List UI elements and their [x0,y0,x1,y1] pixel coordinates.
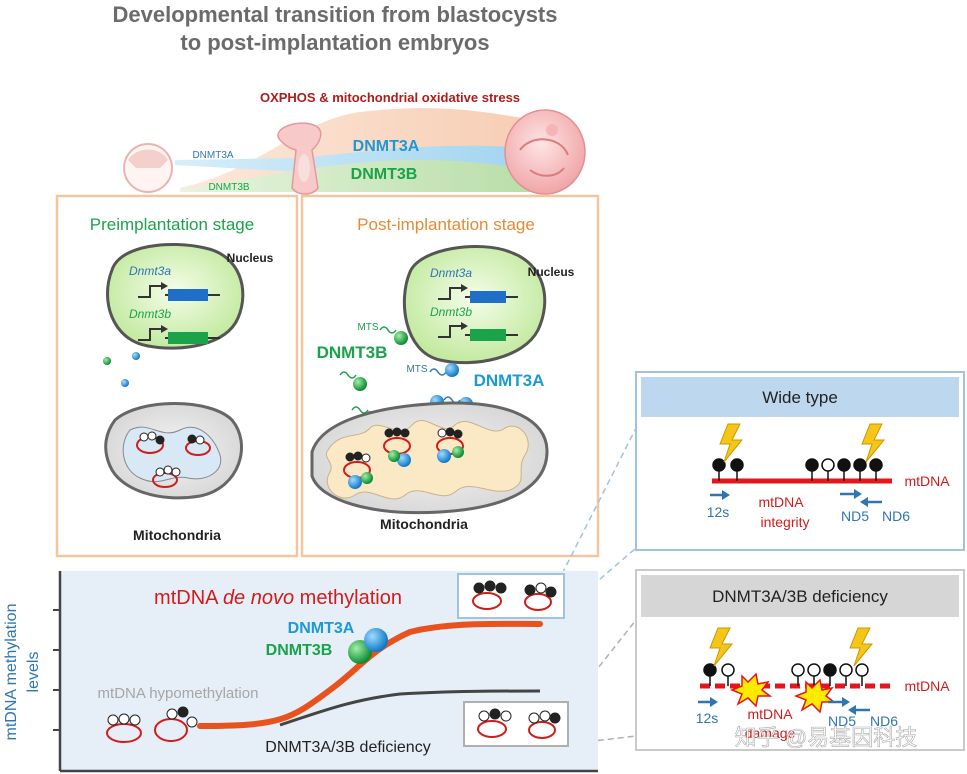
dnmt3a-post-label: DNMT3A [474,371,545,390]
primer-12s-wt: 12s [707,504,730,520]
dnmt3b-gene-post-label: Dnmt3b [430,305,472,319]
primer-nd5-def: ND5 [828,713,856,729]
hypomethylation-label: mtDNA hypomethylation [98,685,259,702]
primer-arrow-icon [722,490,730,500]
dnmt3a-gene-box-pre [168,289,208,301]
primer-nd6-def: ND6 [870,713,898,729]
deficiency-methylation-curve [279,689,541,727]
dnmt3a-protein-graph [364,628,388,652]
primer-arrow-icon [860,497,868,507]
damage-burst-icon [793,678,837,714]
oxidative-stress-bolt-icon [849,627,874,667]
promoter-arrow-a-pre [138,285,165,298]
mitochondria-post-label: Mitochondria [380,516,468,532]
de-novo-methylation-title: mtDNA de novo methylation [154,587,402,609]
dnmt3b-timeline-small-label: DNMT3B [208,182,249,193]
primer-arrow-icon [842,697,850,707]
oxidative-stress-bolt-icon [709,627,734,667]
methylation-graph: mtDNA methylation levels mtDNA de novo m… [3,571,598,773]
dnmt3a-timeline-label: DNMT3A [353,138,420,155]
dnmt3b-graph-label: DNMT3B [266,642,333,659]
embryo-icon [504,109,586,195]
dnmt3b-protein-pre [103,357,111,365]
nucleus-pre-label: Nucleus [227,251,274,265]
y-axis-label-2: levels [25,652,42,693]
mtdna-label-def: mtDNA [904,678,950,694]
mtdna-damage-label-1: mtDNA [747,706,793,722]
mtdna-integrity-label-2: integrity [760,514,809,530]
dnmt3b-timeline-label: DNMT3B [351,166,418,183]
primer-arrow-icon [710,697,718,707]
dnmt3b-protein-post-1 [394,331,408,345]
dnmt3b-gene-box-pre [168,332,208,344]
nucleus-post-label: Nucleus [528,265,575,279]
primer-arrow-icon [848,705,856,715]
oxidative-stress-bolt-icon [861,423,886,463]
dnmt3b-gene-box-post [470,329,506,341]
dnmt3b-protein-post-2 [353,377,367,391]
mts-label-2: MTS [406,364,427,375]
mtdna-integrity-label-1: mtDNA [758,494,804,510]
figure-title-line1: Developmental transition from blastocyst… [113,2,558,27]
deficiency-panel: DNMT3A/3B deficiency mtDNA 12s mtDNA dam… [635,569,965,751]
dnmt3a-protein-post-1 [445,363,459,377]
dnmt3b-post-label: DNMT3B [317,343,388,362]
oxidative-stress-bolt-icon [719,423,744,463]
nucleus-post [402,245,547,365]
mitochondria-pre-label: Mitochondria [133,527,221,543]
oxphos-label: OXPHOS & mitochondrial oxidative stress [260,90,520,105]
deficiency-title: DNMT3A/3B deficiency [712,587,888,606]
mito-matrix-post [325,419,529,500]
figure-title-line2: to post-implantation embryos [180,30,489,55]
dnmt3a-graph-label: DNMT3A [288,620,355,637]
promoter-arrow-b-pre [138,328,165,341]
mtdna-damage-label-2: damage [745,725,796,741]
wild-type-header [641,377,959,417]
dnmt3a-protein-pre [132,352,140,360]
dnmt3a-gene-box-post [470,291,506,303]
wild-type-title: Wide type [762,388,838,407]
implantation-embryo-icon [277,122,322,195]
primer-arrow-icon [854,489,862,499]
mtdna-label-wt: mtDNA [904,473,950,489]
wild-type-panel: Wide type mtDNA 12s mtDNA integrity ND5 … [635,371,965,551]
primer-nd5-wt: ND5 [841,508,869,524]
dnmt3a-protein-pre-2 [121,379,129,387]
preimplantation-title: Preimplantation stage [90,215,254,234]
dnmt3a-timeline-small-label: DNMT3A [192,150,233,161]
preimplantation-panel: Preimplantation stage Nucleus Dnmt3a Dnm… [55,194,299,558]
y-axis-label-1: mtDNA methylation [3,604,20,741]
damage-burst-icon [729,672,773,708]
primer-12s-def: 12s [696,710,719,726]
developmental-timeline: OXPHOS & mitochondrial oxidative stress … [123,90,586,195]
hypomethylated-mtdna-icon [106,706,198,743]
deficiency-header [641,575,959,617]
blastocyst-inner-mass [128,149,168,168]
dnmt3a-gene-pre-label: Dnmt3a [129,264,171,278]
postimplantation-panel: Post-implantation stage Nucleus Dnmt3a D… [300,194,600,558]
mts-label-1: MTS [357,322,378,333]
watermark: 知乎 @易基因科技 [735,725,917,750]
dnmt3a-gene-post-label: Dnmt3a [430,266,472,280]
dnmt3b-gene-pre-label: Dnmt3b [129,307,171,321]
primer-nd6-wt: ND6 [882,508,910,524]
postimplantation-title: Post-implantation stage [357,215,535,234]
dnmt3b-band [180,160,560,192]
deficiency-curve-label: DNMT3A/3B deficiency [265,739,430,756]
